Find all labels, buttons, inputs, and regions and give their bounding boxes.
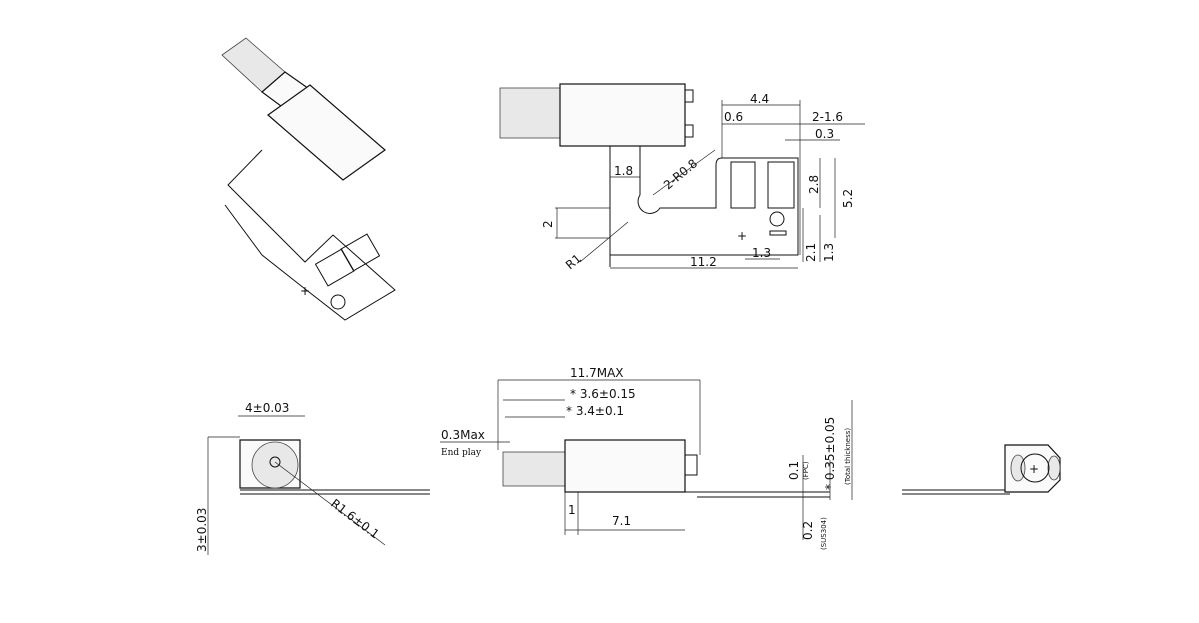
dim-2: 2 xyxy=(541,220,555,228)
end-play-label: End play xyxy=(441,448,482,458)
dim-4-0-03: 4±0.03 xyxy=(245,401,289,415)
dim-1-8: 1.8 xyxy=(614,164,633,178)
dim-2-r0-8: 2-R0.8 xyxy=(661,156,700,192)
dim-3-4: * 3.4±0.1 xyxy=(566,404,624,418)
dim-3-0-03: 3±0.03 xyxy=(195,508,209,552)
dim-0-3: 0.3 xyxy=(815,127,834,141)
dim-5-2: 5.2 xyxy=(841,189,855,208)
dim-r1-6: R1.6±0.1 xyxy=(328,496,382,541)
fpc-label: (FPC) xyxy=(802,461,810,480)
dim-1-3-y: 1.3 xyxy=(822,243,836,262)
dim-0-6: 0.6 xyxy=(724,110,743,124)
plus-mark: + xyxy=(737,229,747,243)
dim-4-4: 4.4 xyxy=(750,92,769,106)
dim-r1: R1 xyxy=(563,251,584,272)
dim-11-7max: 11.7MAX xyxy=(570,366,624,380)
svg-text:+: + xyxy=(300,284,310,298)
dim-1-3-x: 1.3 xyxy=(752,246,771,260)
dim-3-6: * 3.6±0.15 xyxy=(570,387,636,401)
dim-11-2: 11.2 xyxy=(690,255,717,269)
dim-0-35: * 0.35±0.05 xyxy=(823,417,837,490)
dim-2-1: 2.1 xyxy=(804,243,818,262)
side-view: 11.7MAX * 3.6±0.15 * 3.4±0.1 0.3Max End … xyxy=(440,366,853,550)
dim-0-1: 0.1 xyxy=(787,461,801,480)
isometric-view: + xyxy=(221,37,396,321)
dim-1: 1 xyxy=(568,503,576,517)
sus-label: (SUS304) xyxy=(820,517,828,550)
dim-7-1: 7.1 xyxy=(612,514,631,528)
dim-0-2: 0.2 xyxy=(801,521,815,540)
dim-2-1-6: 2-1.6 xyxy=(812,110,843,124)
plus-mark: + xyxy=(1029,462,1039,476)
dim-2-8: 2.8 xyxy=(807,175,821,194)
total-thickness-label: (Total thickness) xyxy=(844,428,852,485)
top-view: 4.4 0.6 2-1.6 0.3 1.8 2-R0.8 2.8 5.2 2 R… xyxy=(499,83,865,272)
back-view: + xyxy=(902,444,1061,495)
dim-end-play: 0.3Max xyxy=(441,428,485,442)
end-view: 4±0.03 3±0.03 R1.6±0.1 xyxy=(195,401,430,555)
